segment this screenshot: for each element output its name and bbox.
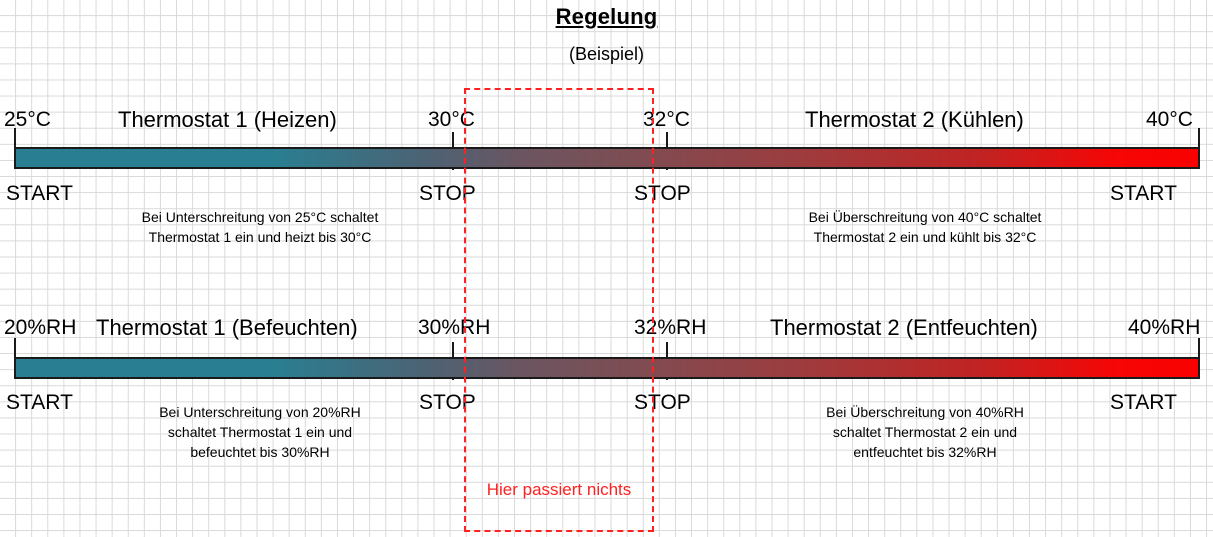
- tick-hum-right: [1198, 338, 1200, 359]
- hum-note-right-line-3: entfeuchtet bis 32%RH: [853, 444, 997, 460]
- temp-note-right-line-1: Bei Überschreitung von 40°C schaltet: [808, 209, 1042, 225]
- temp-mid-low-value: 30°C: [428, 108, 475, 131]
- hum-note-right-line-2: schaltet Thermostat 2 ein und: [832, 424, 1018, 440]
- hum-right-action: START: [1110, 391, 1177, 414]
- hum-left-value: 20%RH: [4, 316, 77, 339]
- hum-note-right: Bei Überschreitung von 40%RH schaltet Th…: [780, 402, 1070, 462]
- deadband-box: [464, 88, 654, 532]
- temp-note-left: Bei Unterschreitung von 25°C schaltet Th…: [110, 207, 410, 247]
- temp-mid-high-action: STOP: [634, 182, 691, 205]
- temp-left-value: 25°C: [4, 108, 51, 131]
- hum-right-section-label: Thermostat 2 (Entfeuchten): [770, 315, 1038, 340]
- hum-note-left: Bei Unterschreitung von 20%RH schaltet T…: [115, 402, 405, 462]
- temp-mid-low-action: STOP: [419, 182, 476, 205]
- humidity-gradient-bar: [14, 357, 1200, 379]
- temp-left-action: START: [6, 182, 73, 205]
- hum-left-action: START: [6, 391, 73, 414]
- page-subtitle: (Beispiel): [568, 44, 645, 64]
- hum-mid-low-action: STOP: [419, 391, 476, 414]
- tick-temp-right: [1198, 128, 1200, 149]
- hum-note-left-line-3: befeuchtet bis 30%RH: [190, 444, 330, 460]
- temp-mid-high-value: 32°C: [643, 108, 690, 131]
- temp-right-action: START: [1110, 182, 1177, 205]
- temp-note-left-line-2: Thermostat 1 ein und heizt bis 30°C: [148, 229, 372, 245]
- hum-mid-low-value: 30%RH: [418, 316, 491, 339]
- hum-right-value: 40%RH: [1128, 316, 1201, 339]
- page-title: Regelung: [555, 4, 658, 29]
- temp-right-value: 40°C: [1146, 108, 1193, 131]
- tick-hum-left: [14, 338, 16, 359]
- temperature-gradient-bar: [14, 147, 1200, 169]
- humidity-gradient-fill: [16, 359, 1198, 377]
- tick-temp-left: [14, 128, 16, 149]
- temp-note-right-line-2: Thermostat 2 ein und kühlt bis 32°C: [813, 229, 1037, 245]
- hum-note-left-line-1: Bei Unterschreitung von 20%RH: [159, 404, 361, 420]
- temp-note-left-line-1: Bei Unterschreitung von 25°C schaltet: [141, 209, 379, 225]
- deadband-label: Hier passiert nichts: [486, 480, 632, 499]
- temp-right-section-label: Thermostat 2 (Kühlen): [805, 107, 1024, 132]
- temp-left-section-label: Thermostat 1 (Heizen): [118, 107, 337, 132]
- hum-note-right-line-1: Bei Überschreitung von 40%RH: [826, 404, 1024, 420]
- temp-note-right: Bei Überschreitung von 40°C schaltet The…: [775, 207, 1075, 247]
- hum-mid-high-action: STOP: [634, 391, 691, 414]
- temperature-gradient-fill: [16, 149, 1198, 167]
- hum-note-left-line-2: schaltet Thermostat 1 ein und: [167, 424, 353, 440]
- hum-left-section-label: Thermostat 1 (Befeuchten): [96, 315, 358, 340]
